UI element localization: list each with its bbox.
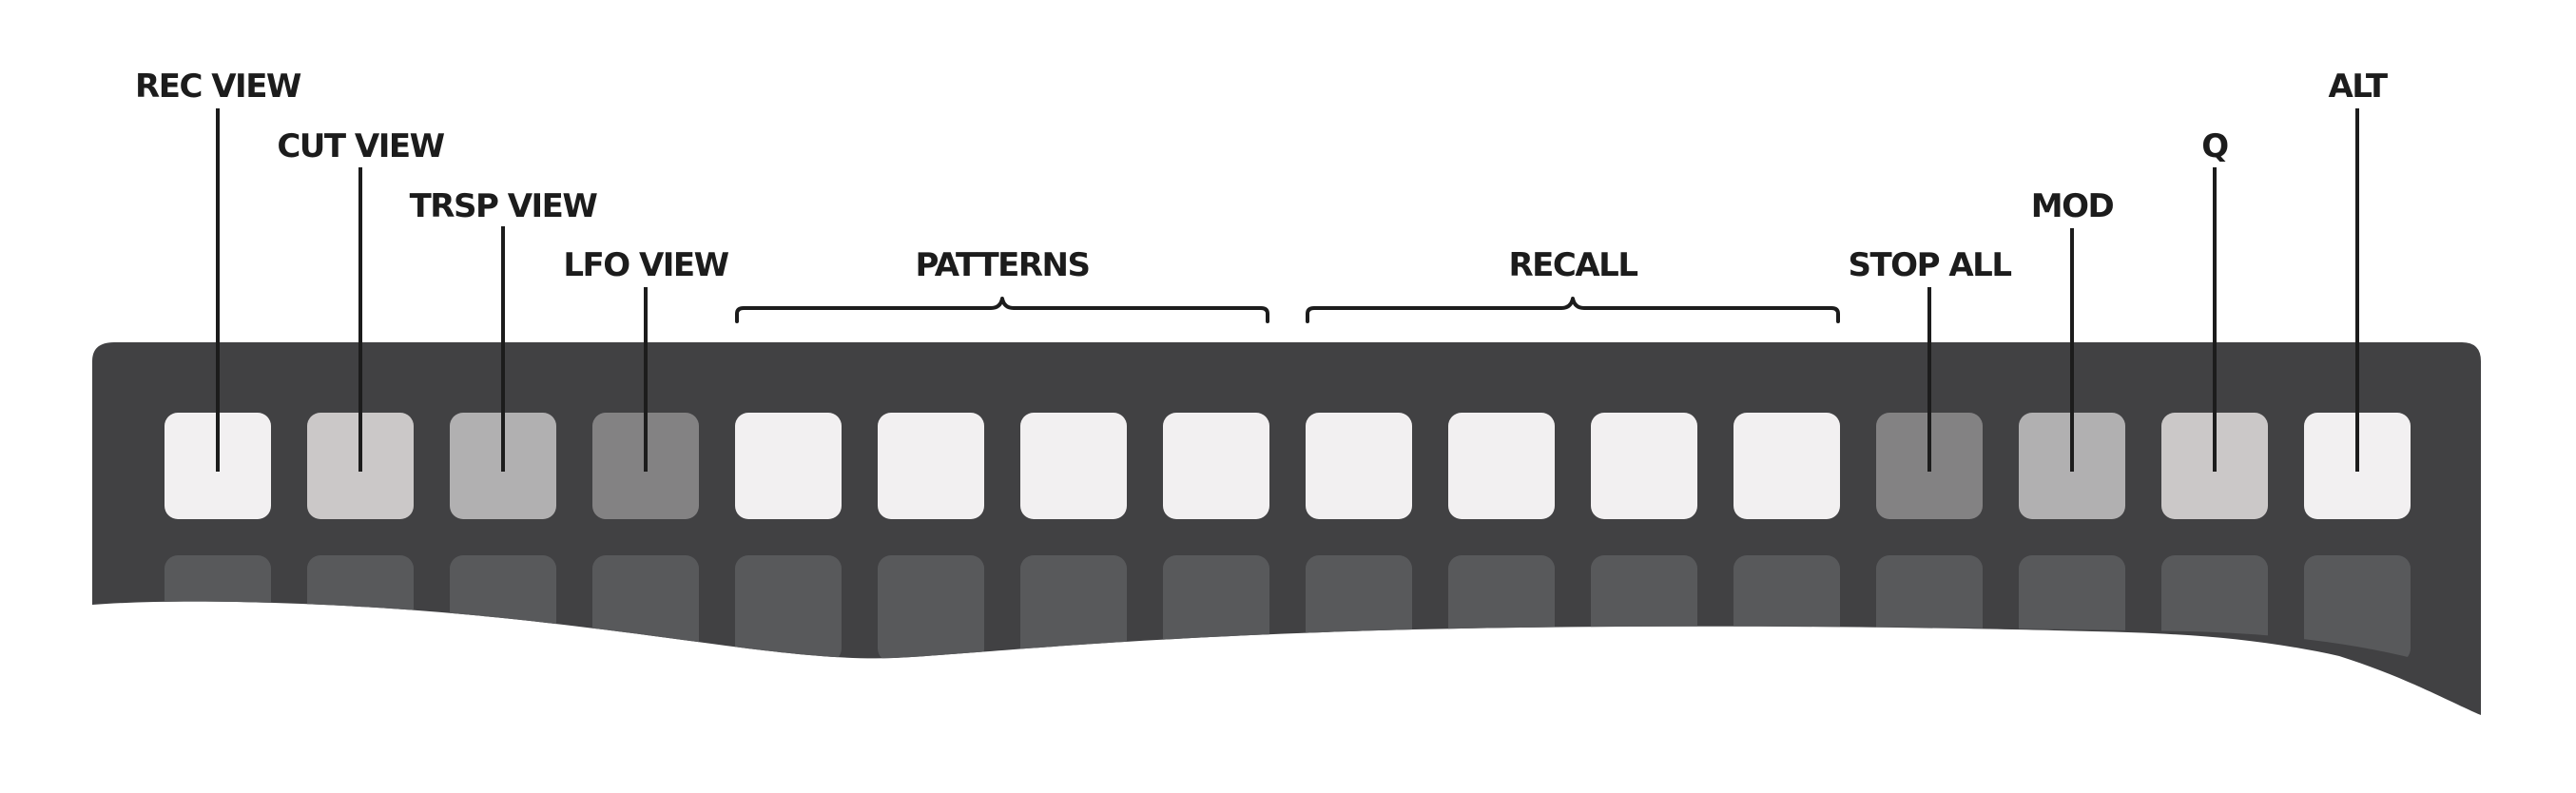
q-label: Q	[2201, 127, 2228, 165]
recall-label: RECALL	[1508, 246, 1637, 284]
recall-key-1[interactable]	[1306, 413, 1412, 519]
recall-key-4[interactable]	[1733, 413, 1840, 519]
grid-key[interactable]	[1020, 555, 1127, 662]
lfo-view-label: LFO VIEW	[563, 246, 728, 284]
recall-bracket	[1306, 297, 1840, 323]
device-panel	[92, 342, 2481, 715]
grid-key[interactable]	[735, 555, 842, 662]
rec-view-label: REC VIEW	[135, 68, 301, 106]
recall-key-2[interactable]	[1448, 413, 1555, 519]
pattern-key-3[interactable]	[1020, 413, 1127, 519]
grid-key[interactable]	[2161, 555, 2268, 662]
labels: REC VIEW CUT VIEW TRSP VIEW LFO VIEW PAT…	[135, 68, 2390, 284]
grid-key[interactable]	[1163, 555, 1269, 662]
stop-all-label: STOP ALL	[1849, 246, 2012, 284]
grid-key[interactable]	[307, 555, 414, 662]
grid-key[interactable]	[592, 555, 699, 662]
grid-key[interactable]	[1306, 555, 1412, 662]
grid-key[interactable]	[1591, 555, 1697, 662]
pattern-key-2[interactable]	[878, 413, 984, 519]
grid-key[interactable]	[165, 555, 271, 662]
pattern-key-1[interactable]	[735, 413, 842, 519]
grid-key[interactable]	[450, 555, 556, 662]
grid-key[interactable]	[1448, 555, 1555, 662]
patterns-label: PATTERNS	[916, 246, 1090, 284]
mod-label: MOD	[2031, 187, 2114, 225]
grid-key[interactable]	[2304, 555, 2411, 662]
alt-label: ALT	[2328, 68, 2388, 106]
patterns-bracket	[735, 297, 1269, 323]
grid-key[interactable]	[1733, 555, 1840, 662]
pattern-key-4[interactable]	[1163, 413, 1269, 519]
grid-key[interactable]	[878, 555, 984, 662]
recall-key-3[interactable]	[1591, 413, 1697, 519]
grid-key[interactable]	[1876, 555, 1983, 662]
grid-key[interactable]	[2019, 555, 2125, 662]
trsp-view-label: TRSP VIEW	[410, 187, 598, 225]
cut-view-label: CUT VIEW	[277, 127, 444, 165]
leader-lines	[216, 108, 2359, 472]
